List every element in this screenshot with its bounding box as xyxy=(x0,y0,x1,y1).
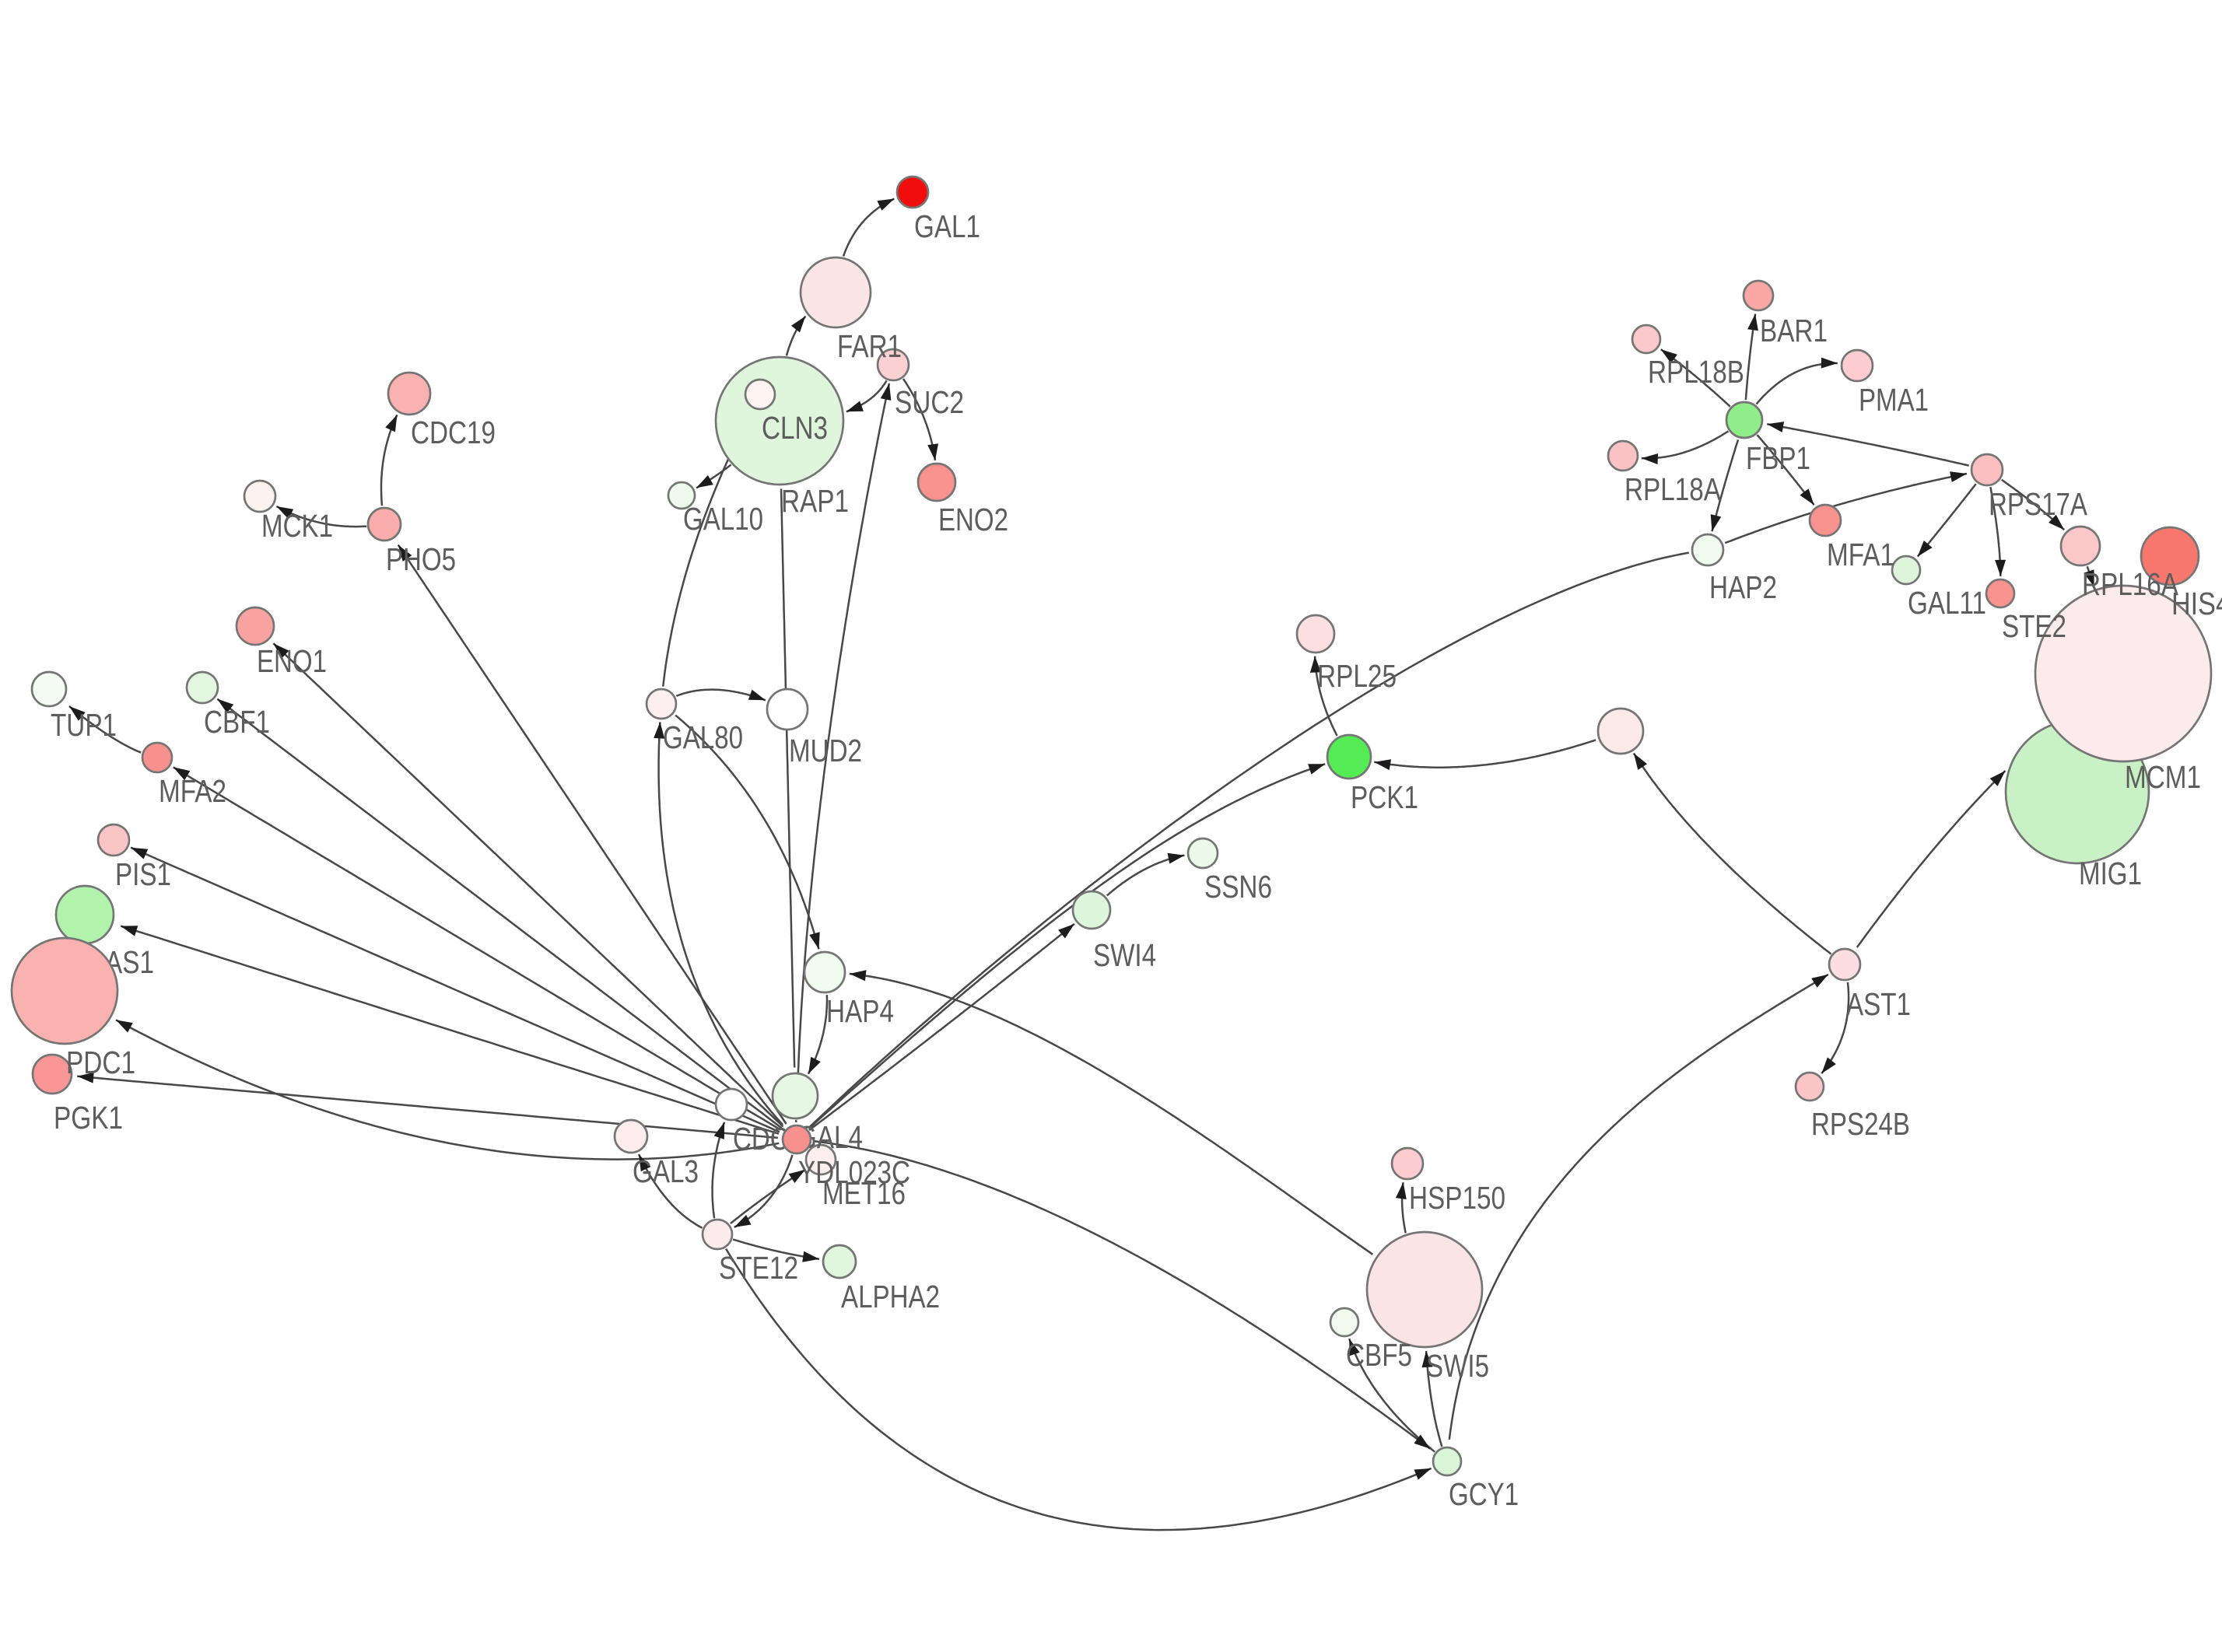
svg-text:MFA2: MFA2 xyxy=(159,773,226,809)
svg-text:STE2: STE2 xyxy=(2002,608,2066,644)
svg-text:HIS4: HIS4 xyxy=(2171,586,2222,621)
svg-text:GAL11: GAL11 xyxy=(1908,585,1986,621)
svg-text:MFA1: MFA1 xyxy=(1827,537,1894,572)
svg-text:RPS17A: RPS17A xyxy=(1989,486,2088,522)
svg-text:RAP1: RAP1 xyxy=(781,483,849,519)
svg-text:RPL18B: RPL18B xyxy=(1648,354,1744,390)
svg-text:GAL1: GAL1 xyxy=(914,208,980,244)
svg-text:RPS24B: RPS24B xyxy=(1811,1106,1910,1142)
svg-text:PHO5: PHO5 xyxy=(386,541,456,577)
svg-text:MUD2: MUD2 xyxy=(789,733,862,768)
svg-text:CBF5: CBF5 xyxy=(1346,1337,1412,1373)
svg-text:GAL80: GAL80 xyxy=(663,719,743,755)
svg-text:BAR1: BAR1 xyxy=(1760,313,1828,348)
svg-text:YDL023C: YDL023C xyxy=(798,1154,910,1190)
svg-text:ALPHA2: ALPHA2 xyxy=(841,1279,940,1314)
svg-text:RPL25: RPL25 xyxy=(1317,658,1397,694)
svg-text:MET16: MET16 xyxy=(822,1175,906,1211)
svg-text:SWI5: SWI5 xyxy=(1426,1348,1489,1384)
svg-text:MIG1: MIG1 xyxy=(2079,856,2142,891)
svg-text:PDC1: PDC1 xyxy=(66,1045,135,1080)
svg-text:GAL10: GAL10 xyxy=(683,501,763,537)
svg-text:ENO1: ENO1 xyxy=(257,643,327,679)
svg-text:HAP2: HAP2 xyxy=(1709,569,1777,605)
svg-text:MCK1: MCK1 xyxy=(261,508,333,544)
svg-text:GAL3: GAL3 xyxy=(633,1153,699,1189)
svg-text:MCM1: MCM1 xyxy=(2125,759,2201,795)
svg-text:TUP1: TUP1 xyxy=(51,707,117,743)
svg-text:PIS1: PIS1 xyxy=(115,856,171,892)
svg-text:HSP150: HSP150 xyxy=(1409,1180,1505,1216)
svg-text:PMA1: PMA1 xyxy=(1859,382,1929,418)
svg-text:FBP1: FBP1 xyxy=(1746,440,1810,476)
svg-text:STE12: STE12 xyxy=(719,1250,798,1286)
svg-text:SWI4: SWI4 xyxy=(1093,937,1156,973)
svg-text:CBF1: CBF1 xyxy=(204,704,270,740)
svg-text:PCK1: PCK1 xyxy=(1351,779,1418,815)
svg-text:HAP4: HAP4 xyxy=(826,993,894,1029)
svg-text:GCY1: GCY1 xyxy=(1449,1476,1519,1512)
svg-text:RPL18A: RPL18A xyxy=(1624,471,1722,507)
svg-text:AST1: AST1 xyxy=(1846,986,1911,1022)
svg-text:PGK1: PGK1 xyxy=(54,1100,123,1136)
svg-text:CLN3: CLN3 xyxy=(762,410,828,446)
svg-text:RPL16A: RPL16A xyxy=(2082,566,2179,602)
svg-text:SSN6: SSN6 xyxy=(1204,869,1272,905)
svg-text:FAR1: FAR1 xyxy=(837,328,902,364)
svg-text:SUC2: SUC2 xyxy=(895,384,964,420)
svg-text:CDC19: CDC19 xyxy=(411,415,496,450)
svg-text:ENO2: ENO2 xyxy=(938,502,1008,537)
